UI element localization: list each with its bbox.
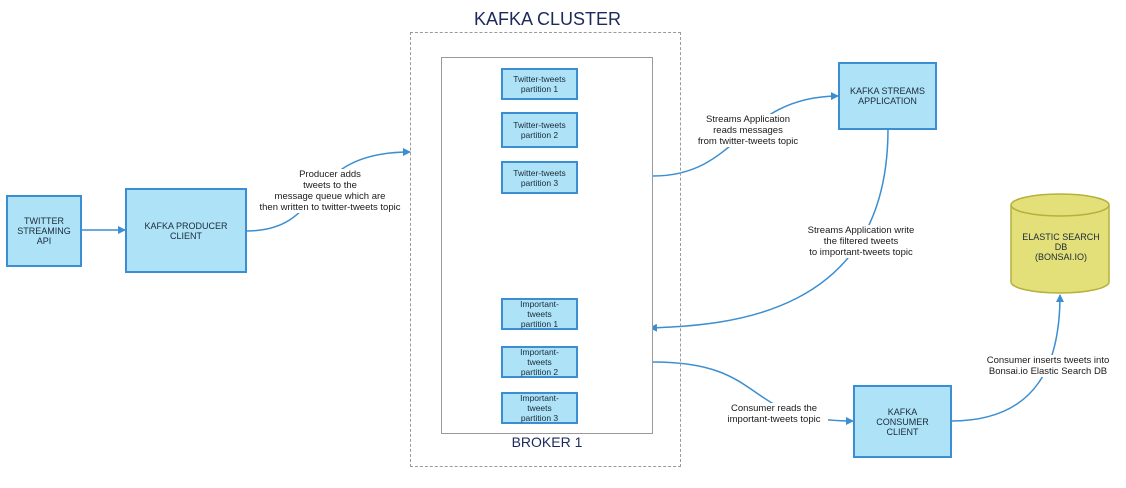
arrow-streams-to-broker bbox=[649, 128, 889, 332]
streams-app-node: KAFKA STREAMS APPLICATION bbox=[838, 62, 937, 130]
consumer-label: KAFKA CONSUMER CLIENT bbox=[876, 406, 929, 437]
elastic-db-label: ELASTIC SEARCH DB (BONSAI.IO) bbox=[1022, 232, 1100, 262]
producer-node: KAFKA PRODUCER CLIENT bbox=[125, 188, 247, 273]
producer-label: KAFKA PRODUCER CLIENT bbox=[144, 220, 228, 241]
twitter-partition-3: Twitter-tweets partition 3 bbox=[501, 161, 578, 194]
arrow-consumer-to-db bbox=[950, 294, 1064, 422]
label-streams-writes: Streams Application write the filtered t… bbox=[795, 225, 927, 258]
elastic-db-cylinder bbox=[1010, 193, 1110, 294]
twitter-api-label: TWITTER STREAMING API bbox=[17, 216, 71, 246]
label-consumer-inserts: Consumer inserts tweets into Bonsai.io E… bbox=[978, 355, 1118, 377]
twitter-partition-1: Twitter-tweets partition 1 bbox=[501, 68, 578, 100]
cluster-title: KAFKA CLUSTER bbox=[473, 9, 622, 29]
kafka-cluster-frame bbox=[410, 32, 681, 467]
important-partition-2: Important- tweets partition 2 bbox=[501, 346, 578, 378]
broker-title: BROKER 1 bbox=[511, 434, 583, 450]
label-producer-adds: Producer adds tweets to the message queu… bbox=[250, 169, 410, 213]
important-partition-1: Important- tweets partition 1 bbox=[501, 298, 578, 330]
twitter-api-node: TWITTER STREAMING API bbox=[6, 195, 82, 267]
consumer-node: KAFKA CONSUMER CLIENT bbox=[853, 385, 952, 458]
twitter-partition-2: Twitter-tweets partition 2 bbox=[501, 112, 578, 148]
important-partition-3: Important- tweets partition 3 bbox=[501, 392, 578, 424]
label-streams-reads: Streams Application reads messages from … bbox=[686, 114, 810, 147]
streams-app-label: KAFKA STREAMS APPLICATION bbox=[849, 86, 926, 106]
label-consumer-reads: Consumer reads the important-tweets topi… bbox=[720, 403, 828, 425]
